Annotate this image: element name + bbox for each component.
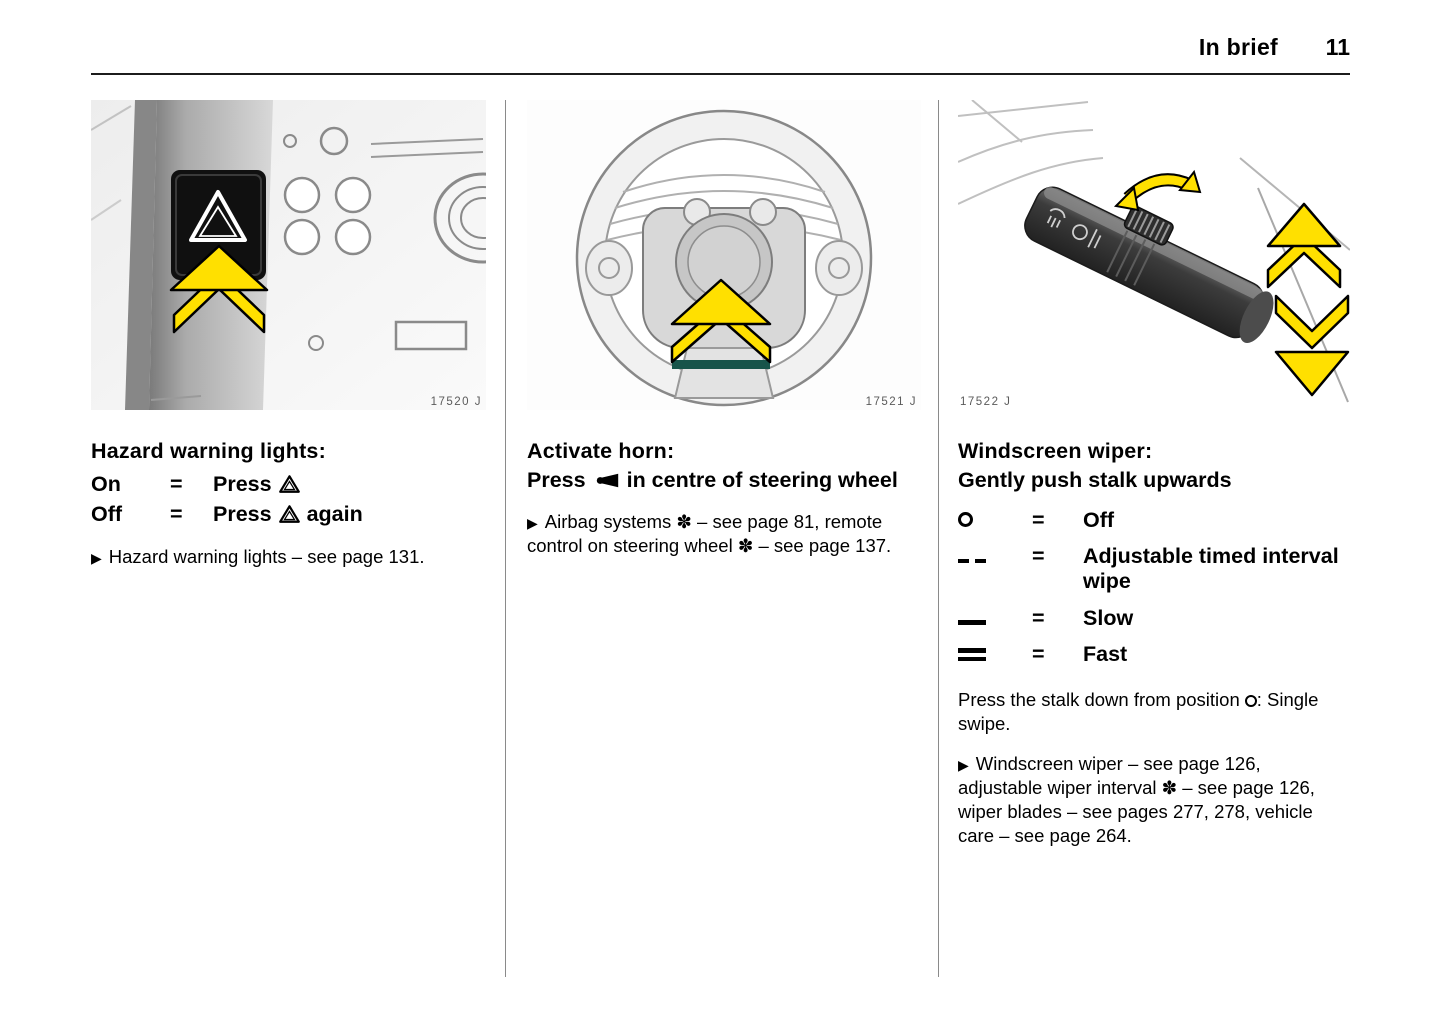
horn-icon (596, 473, 618, 488)
header-rule (91, 73, 1350, 75)
wiper-instruction: Gently push stalk upwards (958, 467, 1232, 492)
wiper-title: Windscreen wiper: (958, 439, 1153, 463)
single-swipe-text: Press the stalk down from position: Sing… (958, 688, 1319, 734)
wiper-stalk-illustration (958, 100, 1350, 410)
triangle-marker-icon: ▶ (91, 550, 102, 567)
figure-number: 17522 J (960, 396, 1012, 408)
steering-wheel-illustration (527, 100, 921, 410)
wiper-column: 17522 J Windscreen wiper: Gently push st… (958, 100, 1350, 848)
wiper-slow-symbol (958, 606, 1032, 631)
wiper-slow-label: Slow (1083, 605, 1134, 630)
wiper-off-symbol-inline (1244, 694, 1257, 707)
triangle-marker-icon: ▶ (958, 756, 969, 773)
hazard-figure: 17520 J (91, 100, 486, 412)
wiper-interval-label: Adjustable timed interval wipe (1083, 544, 1339, 594)
figure-number: 17521 J (865, 396, 917, 408)
equals-sign: = (1032, 544, 1045, 569)
wiper-interval-symbol (958, 544, 1032, 569)
wiper-figure: 17522 J (958, 100, 1350, 412)
wiper-position-table: = Off = Adjustable timed interval wipe =… (958, 508, 1350, 668)
hazard-on-term: On (91, 471, 121, 496)
equals-sign: = (170, 471, 183, 496)
page-number: 11 (1325, 34, 1350, 60)
wiper-off-symbol (958, 508, 1032, 533)
equals-sign: = (170, 501, 183, 526)
hazard-on-definition: Press (213, 469, 486, 499)
column-separator (505, 100, 506, 977)
section-header: In brief (1198, 34, 1278, 60)
hazard-button-illustration (91, 100, 486, 410)
horn-note: ▶Airbag systems ✽ – see page 81, remote … (527, 510, 892, 556)
equals-sign: = (1032, 605, 1045, 630)
hazard-off-term: Off (91, 501, 123, 526)
figure-number: 17520 J (430, 396, 482, 408)
horn-title: Activate horn: (527, 439, 675, 463)
wiper-off-label: Off (1083, 507, 1115, 532)
hazard-note: ▶Hazard warning lights – see page 131. (91, 546, 425, 568)
wiper-fast-label: Fast (1083, 642, 1128, 667)
triangle-marker-icon: ▶ (527, 514, 538, 531)
hazard-warning-icon (278, 505, 300, 523)
wiper-fast-symbol (958, 648, 1032, 665)
hazard-title: Hazard warning lights: (91, 439, 326, 463)
horn-figure: 17521 J (527, 100, 921, 412)
hazard-warning-icon (278, 475, 300, 493)
wiper-note: ▶Windscreen wiper – see page 126, adjust… (958, 752, 1315, 846)
equals-sign: = (1032, 642, 1045, 667)
hazard-column: 17520 J Hazard warning lights: On = Pres… (91, 100, 486, 569)
column-separator (938, 100, 939, 977)
equals-sign: = (1032, 507, 1045, 532)
